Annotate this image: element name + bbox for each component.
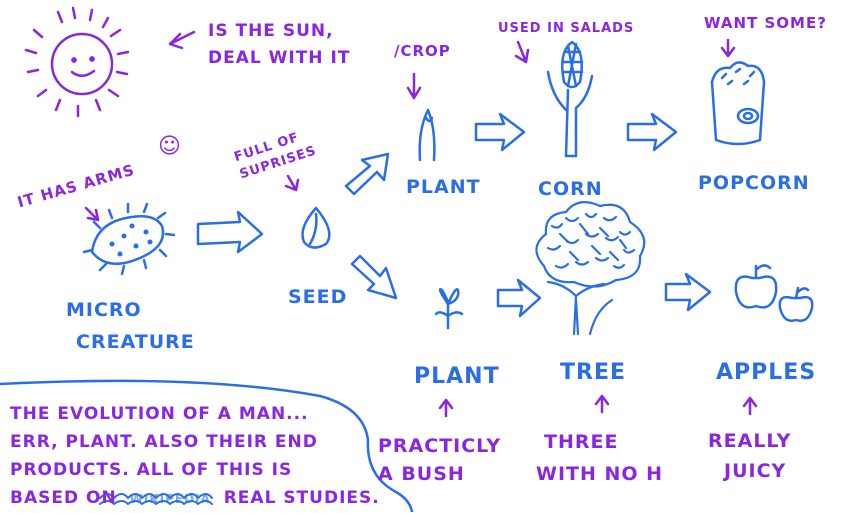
want-caption: want some? xyxy=(704,14,827,32)
note-scribble xyxy=(99,493,213,505)
corn-icon xyxy=(546,40,594,158)
tree-icon xyxy=(535,201,646,336)
sun-caption: Is the sun, deal with it xyxy=(208,21,351,68)
arrow-corn-to-popcorn-icon xyxy=(626,112,678,152)
tree-up-arrow-icon xyxy=(594,394,610,414)
plant-top-icon xyxy=(418,108,436,162)
surprises-pointer-arrow-icon xyxy=(284,174,300,192)
arrow-seed-to-plant-top-icon xyxy=(344,152,390,196)
label-plant-bottom: Plant xyxy=(414,364,500,389)
label-popcorn: Popcorn xyxy=(698,172,810,194)
want-pointer-arrow-icon xyxy=(720,38,736,58)
label-tree: Tree xyxy=(560,360,627,385)
popcorn-icon xyxy=(710,61,766,146)
label-apples: Apples xyxy=(716,360,817,385)
arrow-tree-to-apples-icon xyxy=(664,272,712,312)
arrow-seed-to-plant-bottom-icon xyxy=(350,254,398,300)
practically-caption: practicly a bush xyxy=(378,435,502,485)
note-text: The evolution of a man... err, plant. Al… xyxy=(10,404,380,508)
apples-icon xyxy=(734,264,814,322)
arrow-plant-to-tree-icon xyxy=(496,278,542,318)
crop-caption: /crop xyxy=(394,42,451,60)
salads-pointer-arrow-icon xyxy=(514,40,530,64)
sun-pointer-arrow-icon xyxy=(168,30,196,50)
apples-up-arrow-icon xyxy=(742,396,758,416)
salads-caption: used in salads xyxy=(498,21,635,36)
sun-icon xyxy=(24,6,130,118)
note-box-outline xyxy=(0,379,414,512)
plant-bottom-up-arrow-icon xyxy=(438,398,454,418)
seed-icon xyxy=(301,206,331,249)
label-micro-creature: Micro creature xyxy=(66,299,195,353)
label-seed: Seed xyxy=(288,286,348,308)
three-caption: three with no H xyxy=(536,431,664,485)
arms-smiley: ☺ xyxy=(158,134,182,159)
note-scribbled-word: WIKIPEDIA xyxy=(129,492,211,506)
juicy-caption: really juicy xyxy=(708,430,792,482)
arrow-creature-to-seed-icon xyxy=(196,210,264,254)
plant-bottom-icon xyxy=(434,288,464,330)
label-plant-top: Plant xyxy=(406,176,481,198)
arms-pointer-arrow-icon xyxy=(84,206,100,222)
crop-pointer-arrow-icon xyxy=(406,72,422,100)
micro-creature-icon xyxy=(82,202,176,276)
label-corn: Corn xyxy=(538,178,603,200)
arrow-plant-to-corn-icon xyxy=(474,112,526,152)
